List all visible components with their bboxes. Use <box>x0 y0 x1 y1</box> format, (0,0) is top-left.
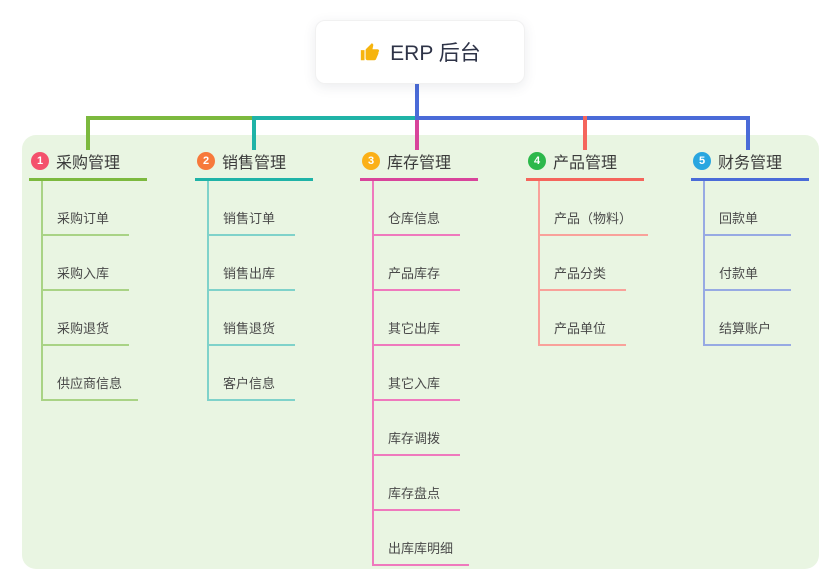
branch-1: 1 采购管理采购订单采购入库采购退货供应商信息 <box>29 147 179 401</box>
child-item-label: 产品库存 <box>388 266 441 281</box>
child-item-label: 产品分类 <box>554 266 607 281</box>
branch-3-number-badge: 3 <box>362 152 380 170</box>
branch-1-number-badge: 1 <box>31 152 49 170</box>
branch-3: 3 库存管理仓库信息产品库存其它出库其它入库库存调拨库存盘点出库库明细 <box>360 147 510 566</box>
branch-5-item-1[interactable]: 回款单 <box>703 181 791 236</box>
branch-3-item-2[interactable]: 产品库存 <box>372 236 460 291</box>
branch-2-label: 销售管理 <box>222 155 287 172</box>
branch-3-label: 库存管理 <box>387 155 452 172</box>
child-item-label: 销售订单 <box>223 211 276 226</box>
branch-2-item-4[interactable]: 客户信息 <box>207 346 295 401</box>
branch-3-item-7[interactable]: 出库库明细 <box>372 511 470 566</box>
branch-5-children: 回款单付款单结算账户 <box>691 181 839 346</box>
branch-3-item-3[interactable]: 其它出库 <box>372 291 460 346</box>
branch-1-label: 采购管理 <box>56 155 121 172</box>
child-item-label: 结算账户 <box>719 321 772 336</box>
branch-2-header[interactable]: 2 销售管理 <box>195 147 313 181</box>
child-item-label: 采购入库 <box>57 266 110 281</box>
branch-2-number-badge: 2 <box>197 152 215 170</box>
branch-1-children: 采购订单采购入库采购退货供应商信息 <box>29 181 179 401</box>
branch-4-children: 产品（物料） 产品分类产品单位 <box>526 181 676 346</box>
branch-3-item-6[interactable]: 库存盘点 <box>372 456 460 511</box>
child-item-label: 供应商信息 <box>57 376 123 391</box>
child-item-label: 产品单位 <box>554 321 607 336</box>
child-item-label: 库存调拨 <box>388 431 441 446</box>
branch-3-child-connector-line <box>372 181 374 566</box>
branch-3-header[interactable]: 3 库存管理 <box>360 147 478 181</box>
child-item-label: 其它出库 <box>388 321 441 336</box>
branch-4-item-3[interactable]: 产品单位 <box>538 291 626 346</box>
branch-4-number-badge: 4 <box>528 152 546 170</box>
branch-1-header[interactable]: 1 采购管理 <box>29 147 147 181</box>
branch-5-child-connector-line <box>703 181 705 346</box>
thumbs-up-icon <box>359 41 381 63</box>
drop-line-2 <box>252 116 256 150</box>
child-item-label: 销售退货 <box>223 321 276 336</box>
child-item-label: 客户信息 <box>223 376 276 391</box>
branch-1-item-2[interactable]: 采购入库 <box>41 236 129 291</box>
branch-2-item-2[interactable]: 销售出库 <box>207 236 295 291</box>
child-item-label: 其它入库 <box>388 376 441 391</box>
branch-2-child-connector-line <box>207 181 209 401</box>
branch-2-item-3[interactable]: 销售退货 <box>207 291 295 346</box>
child-item-label: 产品（物料） <box>554 211 633 226</box>
child-item-label: 采购订单 <box>57 211 110 226</box>
drop-line-3 <box>415 120 419 150</box>
branch-5-label: 财务管理 <box>718 155 783 172</box>
branch-4: 4 产品管理产品（物料） 产品分类产品单位 <box>526 147 676 346</box>
branch-4-header[interactable]: 4 产品管理 <box>526 147 644 181</box>
drop-line-5 <box>746 116 750 150</box>
branch-4-item-1[interactable]: 产品（物料） <box>538 181 649 236</box>
branch-5: 5 财务管理回款单付款单结算账户 <box>691 147 839 346</box>
branch-1-child-connector-line <box>41 181 43 401</box>
branch-4-child-connector-line <box>538 181 540 346</box>
child-item-label: 采购退货 <box>57 321 110 336</box>
child-item-label: 库存盘点 <box>388 486 441 501</box>
branch-1-item-1[interactable]: 采购订单 <box>41 181 129 236</box>
child-item-label: 仓库信息 <box>388 211 441 226</box>
root-node[interactable]: ERP 后台 <box>315 20 525 84</box>
branch-2: 2 销售管理销售订单销售出库销售退货客户信息 <box>195 147 345 401</box>
branch-5-item-2[interactable]: 付款单 <box>703 236 791 291</box>
branch-3-item-5[interactable]: 库存调拨 <box>372 401 460 456</box>
bus-segment-3 <box>415 116 750 120</box>
drop-line-1 <box>86 116 90 150</box>
branch-2-children: 销售订单销售出库销售退货客户信息 <box>195 181 345 401</box>
branch-5-header[interactable]: 5 财务管理 <box>691 147 809 181</box>
drop-line-4 <box>583 116 587 150</box>
branch-1-item-4[interactable]: 供应商信息 <box>41 346 139 401</box>
branch-3-item-1[interactable]: 仓库信息 <box>372 181 460 236</box>
root-stem-line <box>415 84 419 120</box>
bus-segment-1 <box>86 116 252 120</box>
branch-3-item-4[interactable]: 其它入库 <box>372 346 460 401</box>
branch-4-item-2[interactable]: 产品分类 <box>538 236 626 291</box>
branch-1-item-3[interactable]: 采购退货 <box>41 291 129 346</box>
child-item-label: 销售出库 <box>223 266 276 281</box>
branch-3-children: 仓库信息产品库存其它出库其它入库库存调拨库存盘点出库库明细 <box>360 181 510 566</box>
root-label: ERP 后台 <box>390 42 481 65</box>
child-item-label: 付款单 <box>719 266 759 281</box>
child-item-label: 回款单 <box>719 211 759 226</box>
branch-5-number-badge: 5 <box>693 152 711 170</box>
branches-panel <box>22 135 819 569</box>
branch-2-item-1[interactable]: 销售订单 <box>207 181 295 236</box>
bus-segment-2 <box>252 116 415 120</box>
branch-4-label: 产品管理 <box>553 155 618 172</box>
child-item-label: 出库库明细 <box>388 541 454 556</box>
branch-5-item-3[interactable]: 结算账户 <box>703 291 791 346</box>
